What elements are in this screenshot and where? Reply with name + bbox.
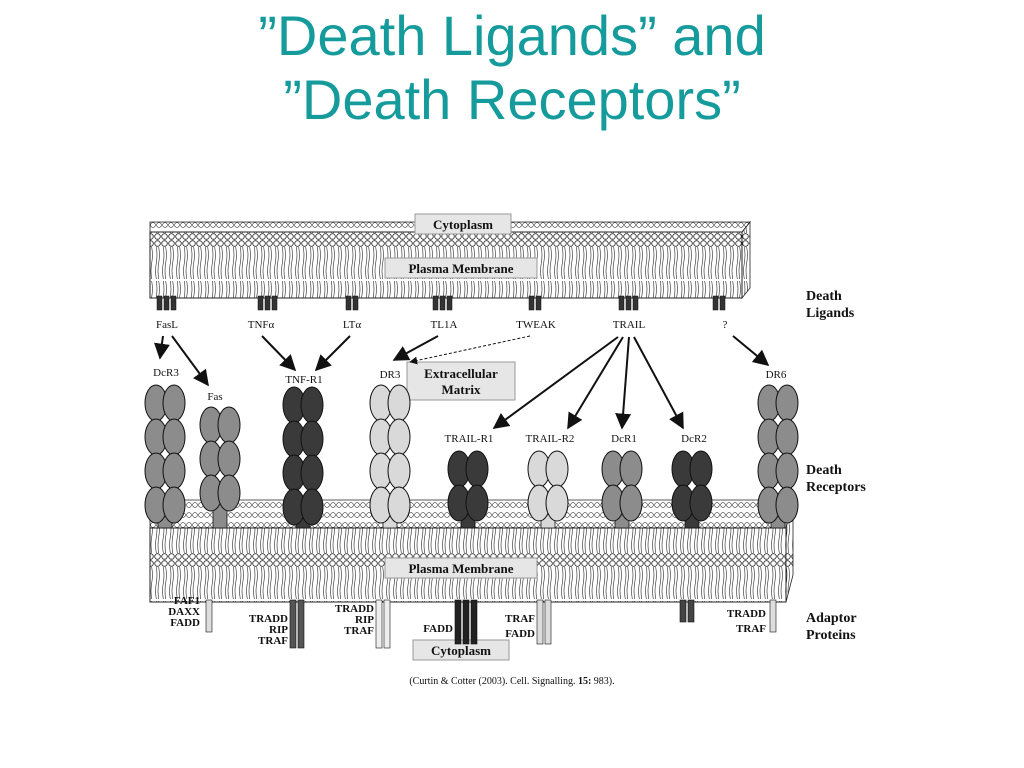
adaptors-trailr1: FADD <box>423 623 453 635</box>
ligand-tweak: TWEAK <box>516 319 556 331</box>
ligand-tl1a: TL1A <box>431 319 458 331</box>
receptor-label-dcr2: DcR2 <box>681 433 707 445</box>
top-cytoplasm-label: Cytoplasm <box>414 213 512 235</box>
svg-text:TRAF: TRAF <box>505 613 535 625</box>
svg-text:TRADD: TRADD <box>335 603 374 615</box>
receptor-dcr3 <box>144 384 186 529</box>
svg-text:Death: Death <box>806 289 842 304</box>
side-label-death-ligands: Death Ligands <box>806 289 855 321</box>
ligand-anchors <box>156 295 726 311</box>
bottom-cytoplasm-label: Cytoplasm <box>412 639 510 661</box>
receptor-trailr2 <box>527 450 569 529</box>
svg-text:FAF1: FAF1 <box>174 595 200 607</box>
svg-text:Death: Death <box>806 463 842 478</box>
receptor-label-dr3: DR3 <box>380 369 401 381</box>
title-line-1: ”Death Ligands” and <box>258 4 766 67</box>
svg-text:Plasma Membrane: Plasma Membrane <box>408 261 513 276</box>
svg-text:DAXX: DAXX <box>168 606 200 618</box>
receptor-label-dcr3: DcR3 <box>153 367 179 379</box>
ligand-fasl: FasL <box>156 319 178 331</box>
svg-text:Cytoplasm: Cytoplasm <box>433 217 493 232</box>
ligand-lta: LTα <box>343 319 361 331</box>
extracellular-matrix-label: Extracellular Matrix <box>406 361 516 401</box>
binding-arrows <box>154 335 770 430</box>
svg-text:TRADD: TRADD <box>249 613 288 625</box>
bottom-membrane-label: Plasma Membrane <box>384 557 538 579</box>
svg-text:Ligands: Ligands <box>806 306 855 321</box>
receptor-dr3 <box>369 384 411 529</box>
receptor-tnfr1 <box>282 386 324 529</box>
receptor-label-dr6: DR6 <box>766 369 787 381</box>
receptor-label-trailr1: TRAIL-R1 <box>445 433 494 445</box>
svg-text:Proteins: Proteins <box>806 628 856 643</box>
adaptors-dr3: TRADD RIP TRAF <box>335 603 374 637</box>
title-line-2: ”Death Receptors” <box>283 68 741 131</box>
receptor-proteins <box>144 384 799 529</box>
svg-text:FADD: FADD <box>505 628 535 640</box>
citation-volume: 15: <box>577 676 592 687</box>
receptor-label-dcr1: DcR1 <box>611 433 637 445</box>
svg-text:Cytoplasm: Cytoplasm <box>431 643 491 658</box>
svg-text:FADD: FADD <box>423 623 453 635</box>
top-membrane-label: Plasma Membrane <box>384 257 538 279</box>
svg-text:TRAF: TRAF <box>258 635 288 647</box>
svg-text:TRADD: TRADD <box>727 608 766 620</box>
svg-text:Matrix: Matrix <box>442 382 481 397</box>
adaptors-trailr2: TRAF FADD <box>505 613 535 640</box>
svg-text:TRAF: TRAF <box>736 623 766 635</box>
side-label-death-receptors: Death Receptors <box>806 463 866 495</box>
receptor-label-trailr2: TRAIL-R2 <box>526 433 575 445</box>
adaptors-tnfr1: TRADD RIP TRAF <box>249 613 288 647</box>
svg-text:Receptors: Receptors <box>806 480 866 495</box>
receptor-dcr1 <box>601 450 643 529</box>
receptor-dr6 <box>757 384 799 529</box>
receptor-fas <box>199 406 241 529</box>
svg-text:TRAF: TRAF <box>344 625 374 637</box>
receptor-label-tnfr1: TNF-R1 <box>285 374 322 386</box>
svg-text:Adaptor: Adaptor <box>806 611 857 626</box>
adaptors-dr6: TRADD TRAF <box>727 608 766 635</box>
svg-text:RIP: RIP <box>269 624 288 636</box>
adaptors-fas: FAF1 DAXX FADD <box>168 595 200 629</box>
adaptor-anchors <box>205 599 777 649</box>
ligand-trail: TRAIL <box>613 319 646 331</box>
svg-text:Plasma Membrane: Plasma Membrane <box>408 561 513 576</box>
receptor-label-fas: Fas <box>207 391 222 403</box>
ligand-unknown: ? <box>723 319 728 331</box>
side-label-adaptor-proteins: Adaptor Proteins <box>806 611 857 643</box>
receptor-dcr2 <box>671 450 713 529</box>
svg-text:Extracellular: Extracellular <box>424 366 498 381</box>
receptor-trailr1 <box>447 450 489 529</box>
svg-text:FADD: FADD <box>170 617 200 629</box>
slide-title: ”Death Ligands” and ”Death Receptors” <box>0 4 1024 132</box>
citation: (Curtin & Cotter (2003). Cell. Signallin… <box>0 676 1024 687</box>
svg-text:RIP: RIP <box>355 614 374 626</box>
citation-suffix: 983). <box>591 676 615 687</box>
citation-prefix: (Curtin & Cotter (2003). Cell. Signallin… <box>409 676 578 687</box>
ligand-tnfa: TNFα <box>248 319 275 331</box>
